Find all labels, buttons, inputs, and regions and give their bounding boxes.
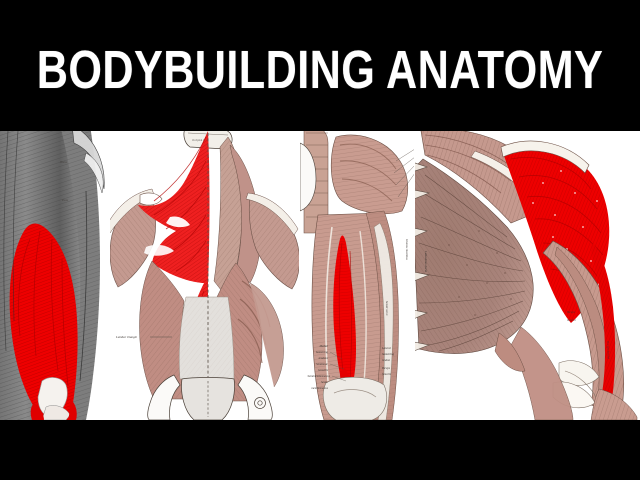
svg-text:Biceps: Biceps bbox=[382, 366, 391, 370]
svg-text:Semimembranosus: Semimembranosus bbox=[308, 374, 331, 378]
label-lumbar-triangle: Lumbar triangle bbox=[115, 335, 172, 339]
hamstrings-illustration: Gluteus maximus Sciatic nerve Medial ham… bbox=[300, 131, 415, 420]
svg-text:Triceps brachii: Triceps brachii bbox=[606, 341, 611, 360]
quadriceps-illustration: Iliacus Psoas bbox=[0, 131, 110, 420]
panel-seam bbox=[414, 131, 415, 420]
anatomy-image-strip: Iliacus Psoas bbox=[0, 131, 640, 420]
svg-text:Gracilis: Gracilis bbox=[318, 368, 329, 372]
svg-text:tendons: tendons bbox=[319, 356, 329, 360]
svg-text:brachii: brachii bbox=[567, 318, 576, 322]
svg-text:femoris: femoris bbox=[382, 372, 392, 376]
anatomy-panel-trapezius: Occipital bone bbox=[110, 131, 300, 420]
label-medial-hamstrings: Medial hamstring tendons Semitend. Graci… bbox=[308, 344, 331, 390]
deltoid-illustration: Latissimus dorsi bbox=[415, 131, 640, 420]
svg-text:Occipital bone: Occipital bone bbox=[192, 139, 209, 142]
svg-text:Biceps: Biceps bbox=[567, 310, 576, 314]
svg-text:Semi-: Semi- bbox=[321, 380, 328, 384]
anatomy-panel-hamstrings: Gluteus maximus Sciatic nerve Medial ham… bbox=[300, 131, 415, 420]
trapezius-illustration: Occipital bone bbox=[110, 131, 300, 420]
svg-text:tendon: tendon bbox=[382, 358, 391, 362]
svg-text:Psoas: Psoas bbox=[62, 199, 68, 202]
svg-text:hamstring: hamstring bbox=[382, 352, 395, 356]
svg-text:Latissimus dorsi: Latissimus dorsi bbox=[424, 250, 428, 272]
page-title: BODYBUILDING ANATOMY bbox=[36, 39, 604, 100]
title-bar: BODYBUILDING ANATOMY bbox=[0, 0, 640, 131]
svg-text:Medial: Medial bbox=[319, 344, 329, 348]
svg-text:membranosus: membranosus bbox=[311, 386, 328, 390]
panel-seam bbox=[299, 131, 300, 420]
svg-text:Sciatic nerve: Sciatic nerve bbox=[385, 301, 388, 316]
anatomy-panel-quadriceps: Iliacus Psoas bbox=[0, 131, 110, 420]
svg-text:Lumbar triangle: Lumbar triangle bbox=[115, 335, 138, 339]
svg-text:Iliacus: Iliacus bbox=[60, 161, 67, 164]
svg-text:hamstring: hamstring bbox=[316, 350, 329, 354]
svg-text:Semitend.: Semitend. bbox=[316, 362, 328, 366]
anatomy-panel-deltoid: Latissimus dorsi bbox=[415, 131, 640, 420]
svg-text:Lateral: Lateral bbox=[381, 346, 391, 350]
svg-text:Gluteus maximus: Gluteus maximus bbox=[405, 239, 409, 261]
label-lateral-hamstring: Lateral hamstring tendon Biceps femoris bbox=[381, 346, 395, 376]
footer-bar bbox=[0, 420, 640, 480]
panel-seam bbox=[109, 131, 110, 420]
